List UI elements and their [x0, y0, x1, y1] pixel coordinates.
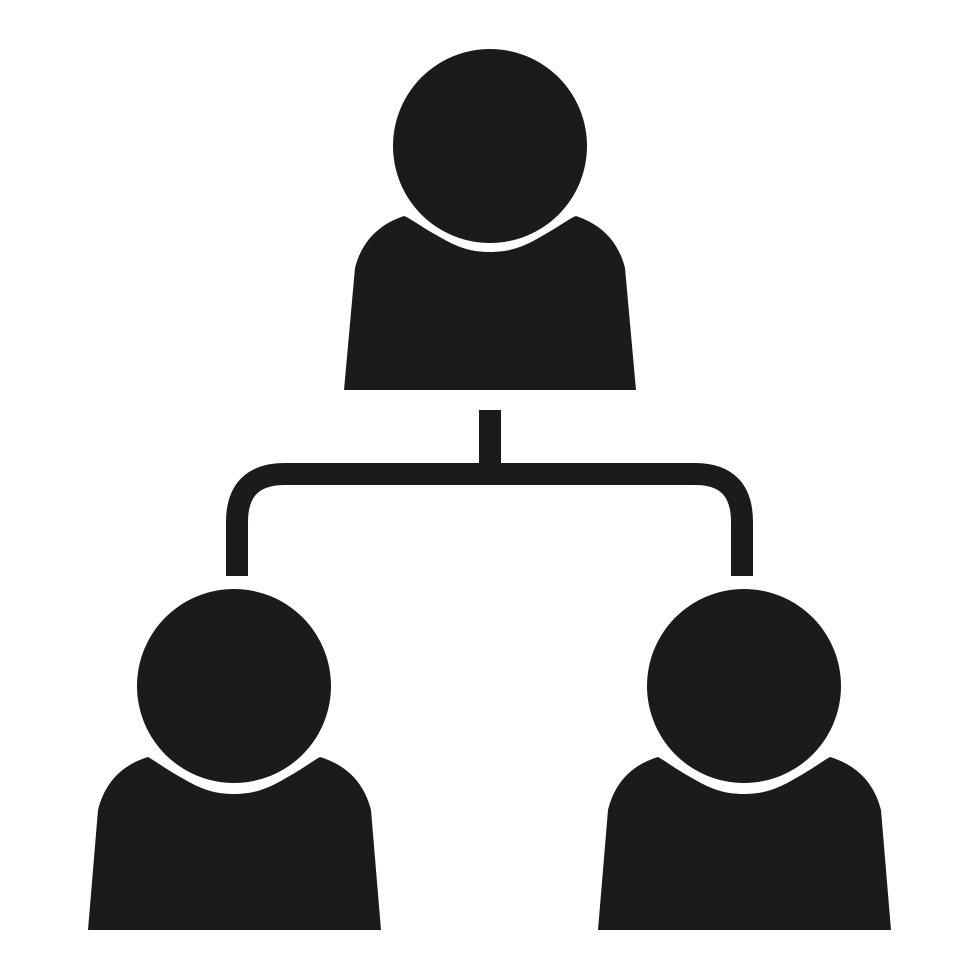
connector-branch: [226, 463, 753, 576]
bottom-right-person-head: [642, 584, 846, 788]
bottom-right-person-body: [598, 757, 891, 930]
top-person-head: [388, 44, 592, 248]
bottom-left-person-head: [132, 584, 336, 788]
top-person-icon: [344, 44, 636, 390]
bottom-left-person-body: [88, 757, 381, 930]
bottom-left-person-icon: [88, 584, 381, 930]
top-person-body: [344, 216, 636, 390]
connector-icon: [226, 410, 753, 576]
bottom-right-person-icon: [598, 584, 891, 930]
